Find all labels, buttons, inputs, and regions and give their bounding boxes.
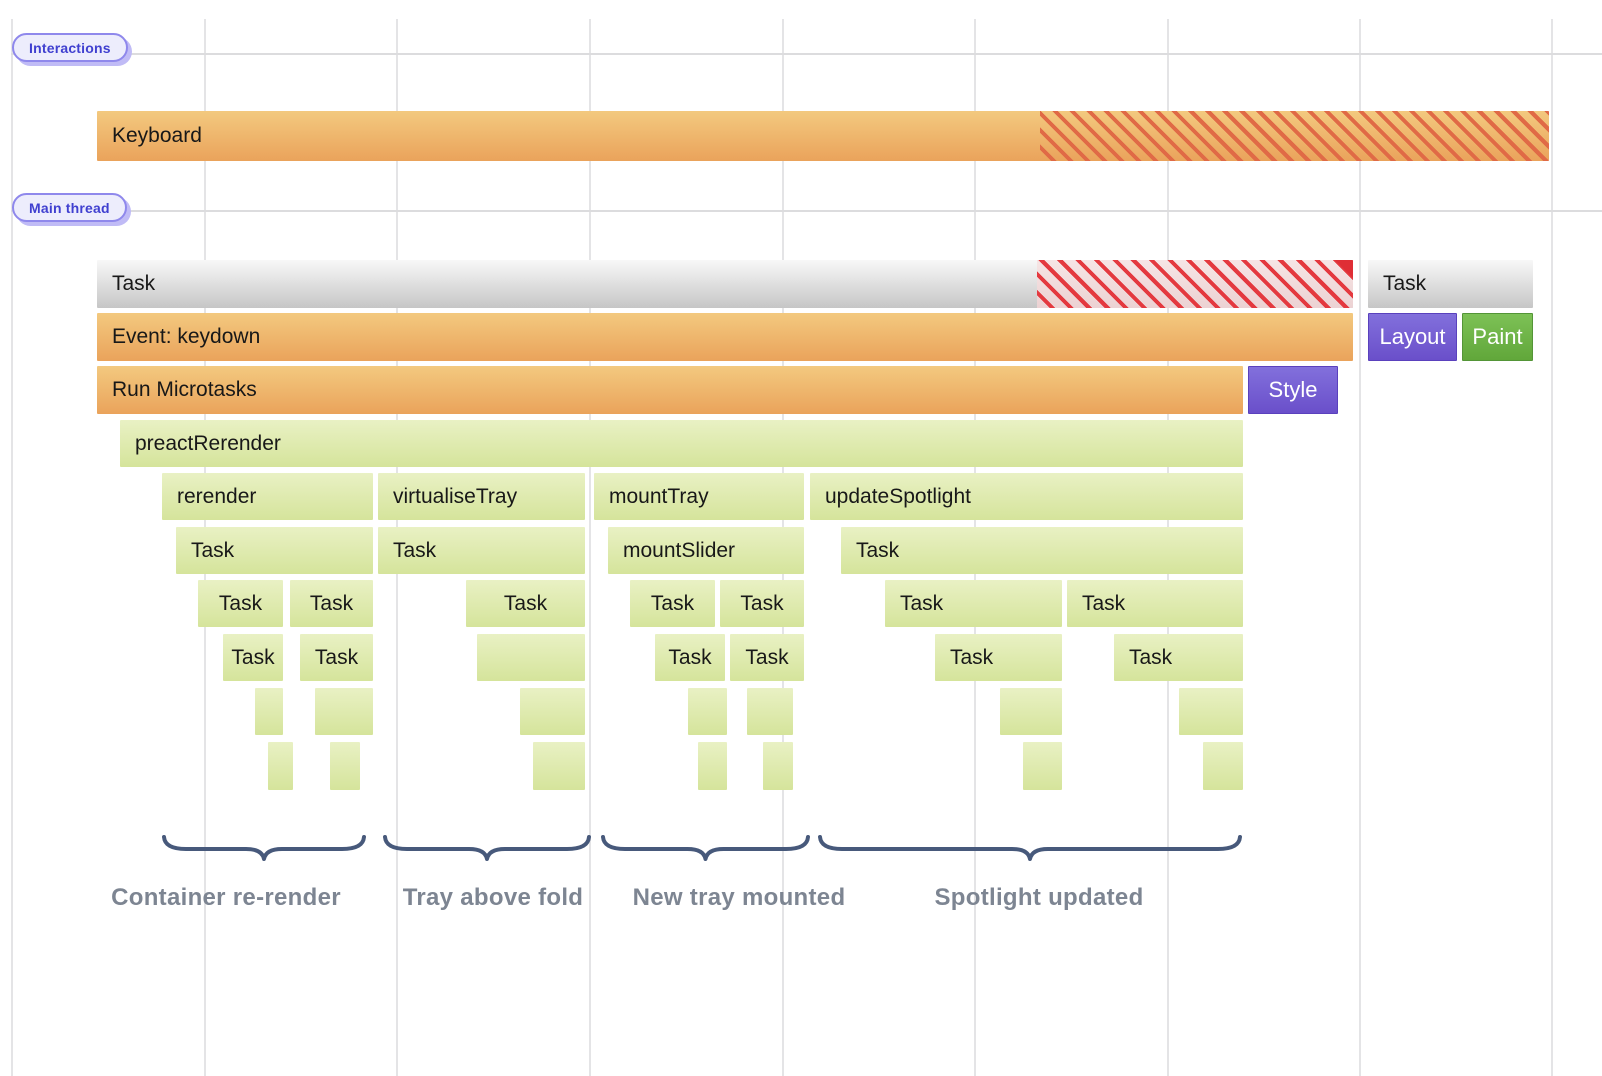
bar-subtask[interactable] (477, 634, 585, 681)
bar-task[interactable]: Task (198, 580, 283, 627)
overrun-hatch-orange (1040, 111, 1549, 161)
bar-run-microtasks[interactable]: Run Microtasks (97, 366, 1243, 414)
bar-mount-tray[interactable]: mountTray (594, 473, 804, 520)
bar-label: Keyboard (112, 124, 202, 147)
bar-task[interactable]: Task (1114, 634, 1243, 681)
bar-label: Task (950, 645, 994, 669)
bar-subtask[interactable] (763, 742, 793, 790)
vertical-gridline (589, 19, 591, 1076)
bar-task[interactable]: Task (466, 580, 585, 627)
bar-label: Task (900, 591, 944, 615)
bar-label: Task (231, 645, 275, 669)
bar-subtask[interactable] (315, 688, 373, 735)
bar-rerender[interactable]: rerender (162, 473, 373, 520)
bar-virtualise-tray[interactable]: virtualiseTray (378, 473, 585, 520)
bar-preact-rerender[interactable]: preactRerender (120, 420, 1243, 467)
bar-subtask[interactable] (255, 688, 283, 735)
track-pill-label: Main thread (29, 199, 110, 216)
track-pill-main-thread[interactable]: Main thread (12, 193, 127, 222)
annotation-container-rerender-label: Container re-render (111, 884, 341, 911)
bar-layout[interactable]: Layout (1368, 313, 1457, 361)
bar-label: Style (1268, 377, 1318, 402)
bar-task[interactable]: Task (630, 580, 715, 627)
bar-task[interactable]: Task (223, 634, 283, 681)
bar-label: Task (393, 538, 437, 562)
track-pill-label: Interactions (29, 39, 111, 56)
bar-subtask[interactable] (520, 688, 585, 735)
bar-label: Task (668, 645, 712, 669)
bar-event-keydown[interactable]: Event: keydown (97, 313, 1353, 361)
bar-mount-slider[interactable]: mountSlider (608, 527, 804, 574)
bar-task[interactable]: Task (730, 634, 804, 681)
annotation-spotlight-updated-brace (818, 835, 1242, 861)
bar-label: rerender (177, 484, 257, 508)
bar-subtask[interactable] (1179, 688, 1243, 735)
bar-keyboard[interactable]: Keyboard (97, 111, 1549, 161)
track-pill-interactions[interactable]: Interactions (12, 33, 128, 62)
bar-task[interactable]: Task (935, 634, 1062, 681)
bar-style[interactable]: Style (1248, 366, 1338, 414)
bar-label: updateSpotlight (825, 484, 971, 508)
bar-subtask[interactable] (1203, 742, 1243, 790)
annotation-spotlight-updated-label: Spotlight updated (934, 884, 1144, 911)
bar-label: Task (1383, 272, 1427, 295)
annotation-tray-above-fold-label: Tray above fold (402, 884, 584, 911)
track-divider-line (11, 53, 1602, 55)
vertical-gridline (1359, 19, 1361, 1076)
bar-task[interactable]: Task (1067, 580, 1243, 627)
bar-task[interactable]: Task (655, 634, 725, 681)
bar-label: Task (218, 591, 263, 615)
bar-label: Task (191, 538, 235, 562)
bar-update-spotlight[interactable]: updateSpotlight (810, 473, 1243, 520)
bar-label: Task (740, 591, 784, 615)
bar-subtask[interactable] (1000, 688, 1062, 735)
bar-label: Task (112, 272, 156, 295)
bar-subtask[interactable] (688, 688, 727, 735)
bar-subtask[interactable] (698, 742, 727, 790)
bar-label: Task (856, 538, 900, 562)
annotation-new-tray-mounted-label: New tray mounted (632, 884, 846, 911)
bar-subtask[interactable] (268, 742, 293, 790)
vertical-gridline (1551, 19, 1553, 1076)
bar-task[interactable]: Task (841, 527, 1243, 574)
bar-label: virtualiseTray (393, 484, 518, 508)
annotation-new-tray-mounted-brace (601, 835, 810, 861)
annotation-container-rerender-brace (162, 835, 366, 861)
bar-label: mountTray (609, 484, 709, 508)
vertical-gridline (11, 19, 13, 1076)
bar-subtask[interactable] (533, 742, 585, 790)
bar-label: Paint (1472, 324, 1523, 349)
overrun-hatch-red (1037, 260, 1353, 308)
annotation-tray-above-fold-brace (383, 835, 591, 861)
bar-task[interactable]: Task (720, 580, 804, 627)
long-task-corner-triangle (1335, 260, 1353, 278)
bar-label: Task (503, 591, 548, 615)
bar-task[interactable]: Task (176, 527, 373, 574)
bar-label: Event: keydown (112, 325, 261, 348)
bar-label: Task (1082, 591, 1126, 615)
bar-subtask[interactable] (1023, 742, 1062, 790)
bar-label: Task (745, 645, 789, 669)
bar-paint[interactable]: Paint (1462, 313, 1533, 361)
track-divider-line (11, 210, 1602, 212)
bar-subtask[interactable] (330, 742, 360, 790)
bar-task[interactable]: Task (290, 580, 373, 627)
bar-task[interactable]: Task (885, 580, 1062, 627)
bar-label: Task (650, 591, 695, 615)
bar-label: Task (1129, 645, 1173, 669)
bar-label: Run Microtasks (112, 378, 257, 401)
bar-subtask[interactable] (747, 688, 793, 735)
bar-task[interactable]: Task (378, 527, 585, 574)
bar-task-right[interactable]: Task (1368, 260, 1533, 308)
bar-label: Task (309, 591, 354, 615)
bar-label: Layout (1379, 324, 1446, 349)
bar-label: Task (314, 645, 359, 669)
bar-task-main[interactable]: Task (97, 260, 1353, 308)
bar-task[interactable]: Task (300, 634, 373, 681)
bar-label: preactRerender (135, 431, 281, 455)
bar-label: mountSlider (623, 538, 736, 562)
